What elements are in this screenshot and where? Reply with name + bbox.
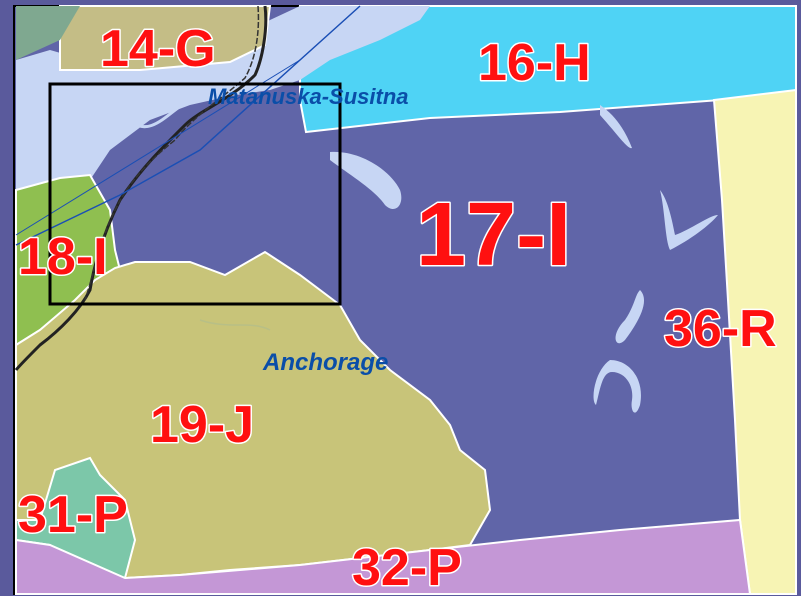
inset-frame bbox=[48, 82, 342, 306]
district-label-18i: 18-I bbox=[18, 228, 108, 286]
borough-boundary-line bbox=[15, 59, 301, 236]
lake-northeast bbox=[600, 105, 632, 149]
district-label-16h: 16-H bbox=[478, 34, 591, 92]
district-14g-area bbox=[59, 5, 272, 71]
place-label-anchorage: Anchorage bbox=[262, 349, 388, 376]
district-label-31p: 31-P bbox=[18, 486, 128, 544]
district-label-36r: 36-R bbox=[664, 300, 777, 358]
district-label-19j: 19-J bbox=[150, 396, 254, 454]
borough-boundary-line bbox=[15, 5, 361, 246]
lake-eklutna bbox=[330, 151, 402, 210]
district-32p-area bbox=[15, 518, 752, 595]
glacier-east bbox=[660, 190, 718, 250]
district-16h-area bbox=[299, 5, 797, 134]
railroad-line bbox=[84, 5, 260, 301]
lake-southeast bbox=[615, 290, 645, 344]
district-label-32p: 32-P bbox=[352, 539, 462, 596]
river-line bbox=[128, 98, 191, 129]
river-line bbox=[199, 319, 271, 331]
place-label-matsu: Matanuska-Susitna bbox=[208, 84, 409, 109]
district-label-17i: 17-I bbox=[416, 185, 571, 285]
district-top-left-green bbox=[16, 6, 80, 60]
district-label-14g: 14-G bbox=[100, 20, 216, 78]
glacier-south bbox=[593, 360, 641, 413]
water-flats-north bbox=[16, 6, 430, 215]
